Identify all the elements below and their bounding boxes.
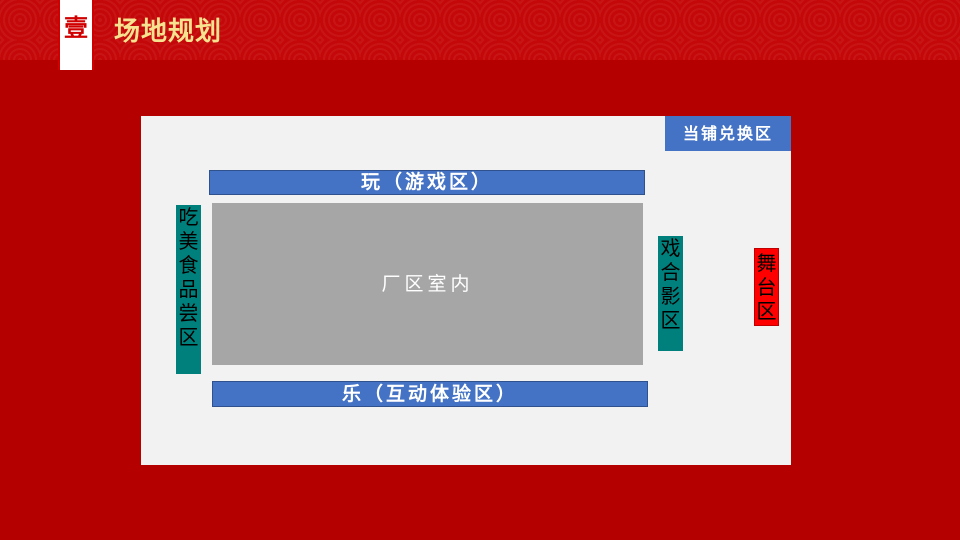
stage-zone-char: 舞: [756, 251, 777, 275]
stage-zone: 舞 台 区: [754, 248, 779, 326]
factory-indoor-area: 厂区室内: [212, 203, 643, 365]
photo-opera-zone: 戏 合 影 区: [658, 236, 683, 351]
food-zone-char: 吃: [178, 205, 199, 229]
cinema-zone-char: 戏: [660, 236, 681, 260]
stage-zone-char: 区: [756, 299, 777, 323]
food-zone-char: 区: [178, 325, 199, 349]
food-tasting-zone: 吃 美 食 品 尝 区: [176, 205, 201, 374]
cinema-zone-char: 合: [660, 260, 681, 284]
fun-interactive-zone: 乐（互动体验区）: [212, 381, 648, 407]
cinema-zone-char: 影: [660, 284, 681, 308]
section-badge: 壹: [58, 0, 94, 70]
stage-zone-char: 台: [756, 275, 777, 299]
cinema-zone-char: 区: [660, 308, 681, 332]
pawnshop-exchange-zone: 当铺兑换区: [665, 116, 791, 151]
food-zone-char: 食: [178, 253, 199, 277]
page-title: 场地规划: [114, 17, 223, 47]
header-band: [0, 0, 960, 60]
food-zone-char: 品: [178, 277, 199, 301]
food-zone-char: 尝: [178, 301, 199, 325]
food-zone-char: 美: [178, 229, 199, 253]
play-game-zone: 玩（游戏区）: [209, 170, 645, 195]
section-number: 壹: [64, 14, 88, 42]
